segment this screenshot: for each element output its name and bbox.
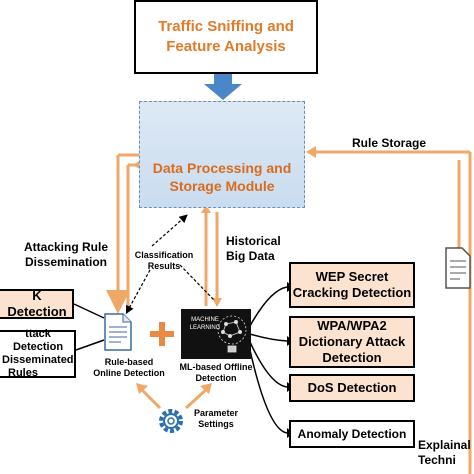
module-title-line2: Storage Module [169, 178, 275, 194]
wpa-line3: Detection [322, 350, 382, 365]
anomaly-detection-box: Anomaly Detection [289, 420, 415, 448]
attacking-rule-line2: Dissemination [24, 255, 108, 269]
param-arrowhead-right [200, 383, 212, 394]
traffic-title-line2: Feature Analysis [166, 38, 286, 55]
attack-line3: Rules [8, 367, 38, 379]
wpa-line1: WPA/WPA2 [317, 318, 387, 333]
classification-dashed-arrows [125, 214, 215, 315]
document-icon [104, 313, 132, 351]
wep-detection-box: WEP Secret Cracking Detection [289, 262, 415, 308]
ml-icon-line2: LEARNING [189, 325, 221, 331]
rule-dissemination-arrows [106, 153, 139, 314]
explain-line2: Techni [418, 453, 456, 467]
historical-label: Historical Big Data [226, 234, 292, 264]
wpa-detection-box: WPA/WPA2 Dictionary Attack Detection [289, 316, 415, 368]
historical-line2: Big Data [226, 249, 275, 263]
wpa-line2: Dictionary Attack [298, 334, 406, 349]
historical-data-arrows [204, 210, 219, 306]
left-connector-2 [75, 339, 105, 351]
left-connector [73, 303, 105, 319]
rule-based-line2: Online Detection [93, 368, 165, 378]
explainable-label: Explainal Techni [418, 438, 474, 468]
historical-line1: Historical [226, 234, 281, 248]
explain-line1: Explainal [418, 438, 471, 452]
ml-connectors [249, 286, 288, 434]
wep-line1: WEP Secret [315, 269, 389, 284]
param-arrowhead-left [136, 383, 148, 394]
traffic-sniffing-box: Traffic Sniffing and Feature Analysis [134, 0, 318, 74]
data-processing-module: Data Processing and Storage Module [139, 101, 305, 208]
parameter-arrows [138, 386, 210, 410]
parameter-settings-label: Parameter Settings [186, 408, 246, 430]
ml-based-line1: ML-based Offline [179, 362, 253, 372]
rule-storage-label: Rule Storage [352, 136, 427, 150]
wep-line2: Cracking Detection [292, 285, 412, 300]
plus-icon [150, 322, 174, 346]
gear-icon [159, 409, 183, 433]
anomaly-label: Anomaly Detection [297, 426, 407, 441]
down-arrow-icon [204, 74, 242, 100]
dos-label: DoS Detection [307, 380, 397, 395]
arrowhead-left [306, 146, 316, 158]
arrowhead-up [201, 205, 211, 213]
arrowhead-down [212, 298, 222, 307]
machine-learning-text: MACHINE LEARNING [184, 316, 226, 332]
rule-based-line1: Rule-based [104, 357, 154, 367]
dos-detection-box: DoS Detection [289, 374, 415, 402]
parameter-line2: Settings [198, 419, 234, 429]
k-detection-label: K Detection [7, 288, 67, 319]
parameter-line1: Parameter [193, 408, 239, 418]
machine-learning-icon [181, 309, 251, 359]
ml-icon-line1: MACHINE [191, 317, 219, 323]
ml-based-label: ML-based Offline Detection [170, 362, 262, 384]
attack-line2: Disseminated [2, 354, 74, 366]
module-title-line1: Data Processing and [152, 160, 292, 176]
ml-based-line2: Detection [195, 373, 237, 383]
traffic-title-line1: Traffic Sniffing and [158, 18, 294, 35]
k-detection-box: K Detection [0, 288, 74, 319]
document-icon [445, 247, 471, 289]
classification-line1: Classification [134, 250, 194, 260]
classification-line2: Results [147, 261, 181, 271]
rule-storage-arrows [310, 150, 472, 474]
attack-line1: ttack Detection [12, 328, 64, 353]
attacking-rule-line1: Attacking Rule [23, 240, 108, 254]
rule-based-label: Rule-based Online Detection [84, 357, 174, 379]
attacking-rule-label: Attacking Rule Dissemination [14, 240, 118, 270]
attack-detection-box: ttack Detection Disseminated Rules [0, 328, 76, 379]
classification-label: Classification Results [124, 250, 204, 272]
